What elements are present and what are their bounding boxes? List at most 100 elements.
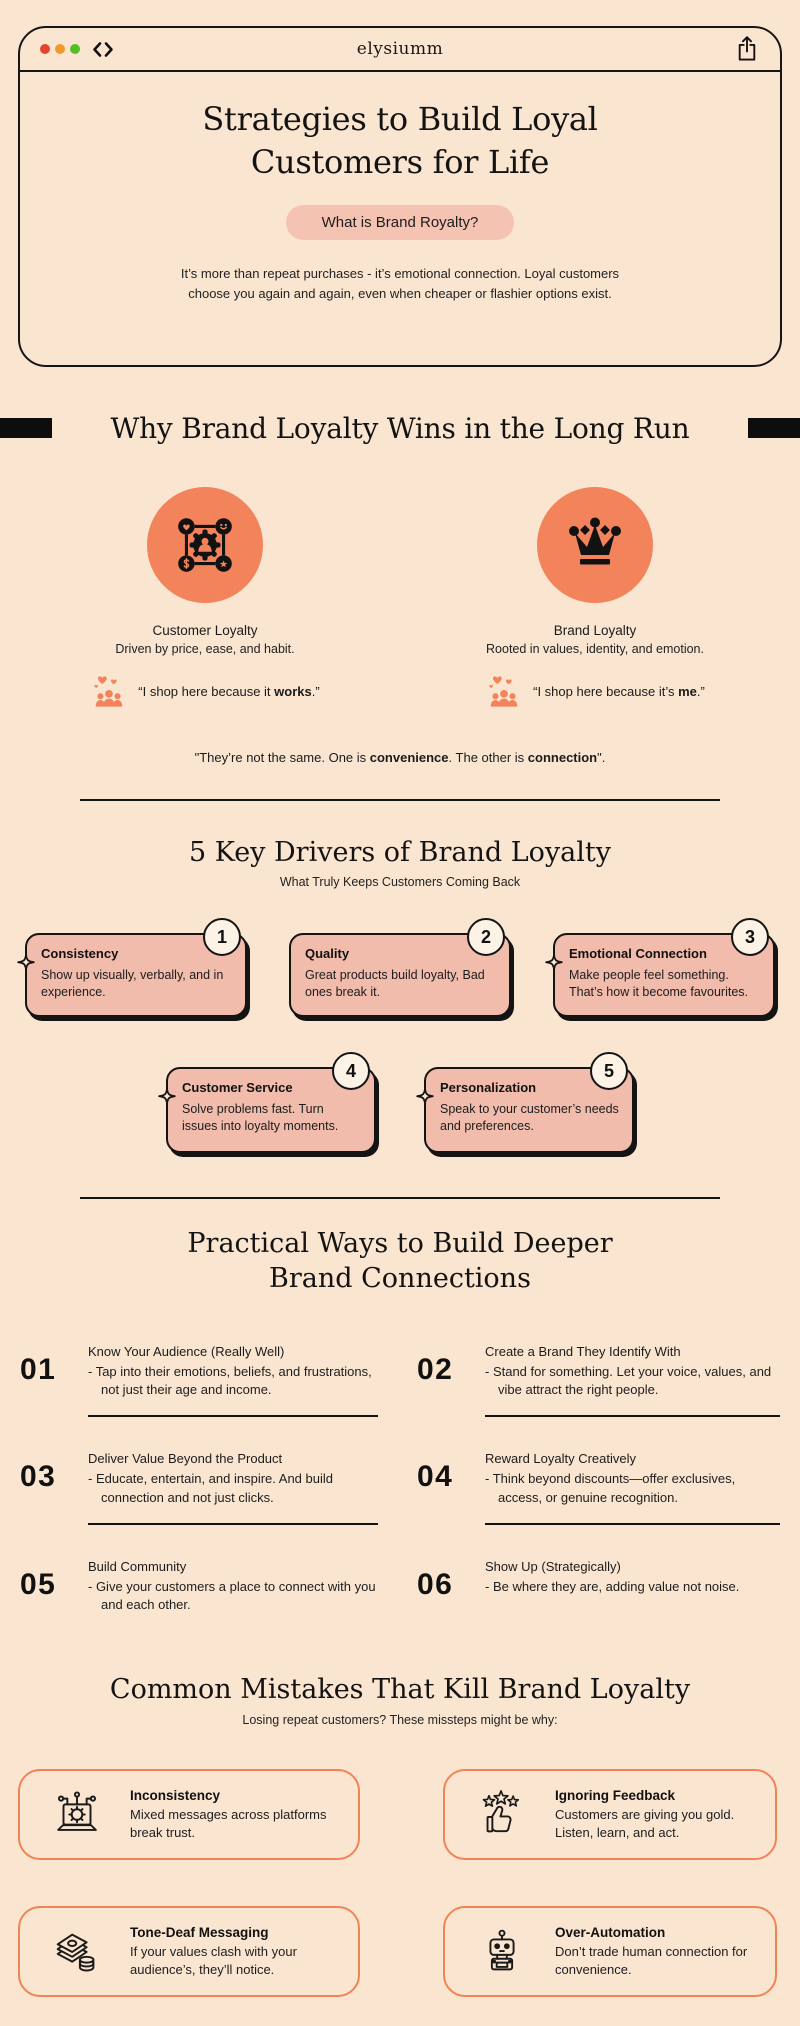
item-title: Show Up (Strategically) <box>485 1558 621 1574</box>
traffic-light-dots[interactable] <box>40 44 80 54</box>
number-badge: 1 <box>203 918 241 956</box>
customer-loyalty-title: Customer Loyalty <box>152 623 258 638</box>
item-number: 05 <box>20 1567 57 1601</box>
intro-line1: It’s more than repeat purchases - it’s e… <box>180 266 620 282</box>
driver-cards-row1: Consistency Show up visually, verbally, … <box>17 918 775 1017</box>
share-icon[interactable] <box>734 35 760 63</box>
mistake-text: Mixed messages across platforms break tr… <box>130 1807 327 1840</box>
comparison-suffix: ". <box>597 750 606 765</box>
people-hearts-icon <box>94 676 123 707</box>
quote-bold: works <box>274 683 312 699</box>
card-text: Solve problems fast. Turn issues into lo… <box>182 1102 339 1133</box>
customer-network-icon <box>147 487 263 603</box>
mistake-card-over-automation: Over-Automation Don’t trade human connec… <box>443 1906 777 1998</box>
practical-heading-line2: Brand Connections <box>269 1262 531 1294</box>
topic-pill: What is Brand Royalty? <box>285 205 515 241</box>
card-title: Personalization <box>440 1080 537 1095</box>
item-text: - Be where they are, adding value not no… <box>485 1578 740 1594</box>
brand-loyalty-title: Brand Loyalty <box>553 623 637 638</box>
mistake-title: Over-Automation <box>555 1925 666 1941</box>
card-title: Customer Service <box>182 1080 293 1095</box>
practical-item-05: 05 Build Community - Give your customers… <box>20 1559 378 1630</box>
sparkle-icon <box>14 953 38 977</box>
page-title: Strategies to Build Loyal Customers for … <box>20 98 780 183</box>
driver-card-customer-service: Customer Service Solve problems fast. Tu… <box>158 1052 376 1153</box>
quote-text: “I shop here because it <box>138 683 275 699</box>
section-divider <box>80 1197 720 1199</box>
item-text: - Stand for something. Let your voice, v… <box>485 1364 772 1398</box>
item-text: - Tap into their emotions, beliefs, and … <box>88 1364 372 1398</box>
item-number: 03 <box>20 1460 57 1494</box>
laptop-gear-icon <box>50 1788 104 1842</box>
comparison-bold2: connection <box>527 750 598 765</box>
item-number: 06 <box>417 1567 454 1601</box>
number-badge: 3 <box>731 918 769 956</box>
money-stack-icon <box>50 1925 104 1979</box>
minimize-dot-icon[interactable] <box>55 44 65 54</box>
card-title: Emotional Connection <box>569 946 707 961</box>
page-title-line1: Strategies to Build Loyal <box>202 100 598 138</box>
practical-heading: Practical Ways to Build Deeper Brand Con… <box>0 1227 800 1296</box>
practical-item-01: 01 Know Your Audience (Really Well) - Ta… <box>20 1344 378 1418</box>
header-bar-left <box>0 418 52 438</box>
driver-card-emotional-connection: Emotional Connection Make people feel so… <box>545 918 775 1017</box>
quote-text: “I shop here because it’s <box>533 683 679 699</box>
page-title-line2: Customers for Life <box>250 142 550 181</box>
card-text: Speak to your customer’s needs and prefe… <box>440 1102 619 1133</box>
driver-card-personalization: Personalization Speak to your customer’s… <box>416 1052 634 1153</box>
mistakes-heading: Common Mistakes That Kill Brand Loyalty <box>109 1674 691 1706</box>
customer-loyalty-quote: “I shop here because it works.” <box>90 672 320 710</box>
robot-icon <box>475 1925 529 1979</box>
item-title: Build Community <box>88 1558 187 1574</box>
comparison-line: "They’re not the same. One is convenienc… <box>0 750 800 765</box>
customer-loyalty-column: Customer Loyalty Driven by price, ease, … <box>45 487 365 710</box>
close-dot-icon[interactable] <box>40 44 50 54</box>
section-divider <box>80 799 720 801</box>
maximize-dot-icon[interactable] <box>70 44 80 54</box>
mistake-card-inconsistency: Inconsistency Mixed messages across plat… <box>18 1769 360 1861</box>
driver-cards-row2: Customer Service Solve problems fast. Tu… <box>158 1052 634 1153</box>
item-number: 04 <box>417 1460 454 1494</box>
mistake-title: Ignoring Feedback <box>555 1788 676 1804</box>
mistake-card-tone-deaf: Tone-Deaf Messaging If your values clash… <box>18 1906 360 1998</box>
why-heading: Why Brand Loyalty Wins in the Long Run <box>110 411 690 445</box>
item-text: - Think beyond discounts—offer exclusive… <box>485 1471 736 1505</box>
comparison-prefix: "They’re not the same. One is <box>194 750 370 765</box>
why-section-header: Why Brand Loyalty Wins in the Long Run <box>0 409 800 447</box>
customer-loyalty-subtitle: Driven by price, ease, and habit. <box>115 642 295 656</box>
practical-item-04: 04 Reward Loyalty Creatively - Think bey… <box>417 1451 780 1525</box>
quote-end: .” <box>311 683 320 699</box>
intro-paragraph: It’s more than repeat purchases - it’s e… <box>20 264 780 304</box>
card-title: Consistency <box>41 946 119 961</box>
practical-item-03: 03 Deliver Value Beyond the Product - Ed… <box>20 1451 378 1525</box>
comparison-mid: . The other is <box>448 750 528 765</box>
item-title: Deliver Value Beyond the Product <box>88 1451 283 1467</box>
practical-item-06: 06 Show Up (Strategically) - Be where th… <box>417 1559 780 1630</box>
mistake-card-ignoring-feedback: Ignoring Feedback Customers are giving y… <box>443 1769 777 1861</box>
loyalty-comparison: Customer Loyalty Driven by price, ease, … <box>0 487 800 710</box>
brand-loyalty-quote: “I shop here because it’s me.” <box>485 672 705 710</box>
card-text: Great products build loyalty, Bad ones b… <box>305 968 485 999</box>
header-bar-right <box>748 418 800 438</box>
practical-heading-line1: Practical Ways to Build Deeper <box>187 1228 613 1259</box>
mistake-text: If your values clash with your audience’… <box>130 1944 297 1977</box>
number-badge: 2 <box>467 918 505 956</box>
intro-line2: choose you again and again, even when ch… <box>188 286 612 302</box>
driver-card-consistency: Consistency Show up visually, verbally, … <box>17 918 247 1017</box>
window-header: elysiumm <box>20 28 780 72</box>
comparison-bold1: convenience <box>369 750 449 765</box>
quote-end: .” <box>696 683 705 699</box>
mistake-cards: Inconsistency Mixed messages across plat… <box>18 1769 777 1998</box>
crown-icon <box>537 487 653 603</box>
code-icon <box>92 41 114 58</box>
people-hearts-icon <box>489 676 518 707</box>
sparkle-icon <box>542 953 566 977</box>
driver-card-quality: Quality Great products build loyalty, Ba… <box>289 918 511 1017</box>
card-text: Show up visually, verbally, and in exper… <box>41 968 224 999</box>
number-badge: 4 <box>332 1052 370 1090</box>
item-number: 01 <box>20 1353 57 1387</box>
item-title: Reward Loyalty Creatively <box>485 1451 637 1467</box>
card-title: Quality <box>305 946 350 961</box>
item-number: 02 <box>417 1353 454 1387</box>
browser-window: elysiumm Strategies to Build Loyal Custo… <box>18 26 782 367</box>
